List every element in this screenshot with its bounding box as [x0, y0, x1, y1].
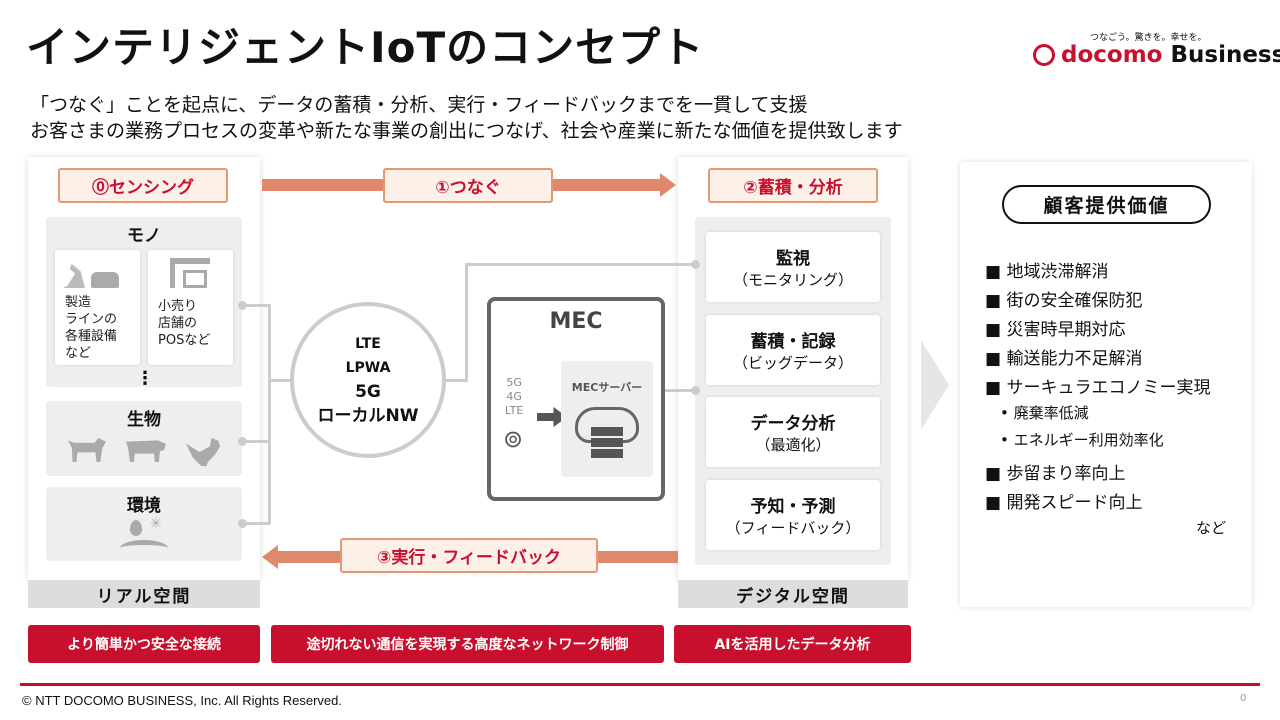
digital-card-analysis: データ分析 （最適化） — [706, 397, 880, 467]
connector-line — [465, 263, 695, 266]
manufacturing-card: 製造 ラインの 各種設備 など — [55, 250, 140, 365]
footer-divider — [20, 683, 1260, 686]
digital-space-label: デジタル空間 — [678, 580, 908, 608]
store-icon — [170, 258, 210, 288]
ellipsis: ⋮ — [136, 368, 154, 389]
connector-line — [446, 379, 468, 382]
logo-brand2: Business — [1170, 42, 1280, 68]
chicken-icon — [186, 438, 220, 466]
feedback-badge: ③実行・フィードバック — [340, 538, 598, 573]
docomo-business-logo: docomo Business — [1033, 42, 1280, 68]
value-item: ■ 災害時早期対応 — [985, 320, 1126, 340]
cloud-server-icon — [575, 401, 639, 459]
network-lpwa: LPWA — [345, 360, 391, 376]
value-subitem: • エネルギー利用効率化 — [1000, 431, 1164, 449]
connector-line — [242, 522, 270, 525]
card-title: 蓄積・記録 — [750, 332, 836, 352]
radio-5g: 5G — [506, 376, 522, 389]
connect-badge: ①つなぐ — [383, 168, 553, 203]
environment-title: 環境 — [127, 496, 161, 516]
value-item: ■ 開発スピード向上 — [985, 493, 1143, 513]
connector-dot — [238, 437, 247, 446]
mec-server-label: MECサーバー — [571, 381, 643, 394]
value-item: ■ サーキュラエコノミー実現 — [985, 378, 1211, 398]
network-lte: LTE — [355, 336, 381, 352]
dog-icon — [68, 438, 106, 462]
arrow-head-left-icon — [262, 545, 278, 569]
connector-line — [268, 304, 271, 524]
card-title: 予知・予測 — [750, 497, 836, 517]
manufacturing-text: 製造 ラインの 各種設備 など — [65, 295, 118, 361]
connector-dot — [691, 260, 700, 269]
environment-icon: ✳ — [120, 516, 168, 556]
retail-card: 小売り 店舗の POSなど — [148, 250, 233, 365]
antenna-icon: ⊚ — [503, 425, 524, 453]
card-title: データ分析 — [750, 414, 836, 434]
real-space-label: リアル空間 — [28, 580, 260, 608]
storage-analysis-badge: ②蓄積・分析 — [708, 168, 878, 203]
mono-title: モノ — [127, 226, 161, 246]
subtitle-line-1: 「つなぐ」ことを起点に、データの蓄積・分析、実行・フィードバックまでを一貫して支… — [30, 94, 808, 116]
arrow-head-right-icon — [660, 173, 676, 197]
network-circle: LTE LPWA 5G ローカルNW — [290, 302, 446, 458]
environment-box: 環境 ✳ — [46, 487, 242, 561]
feature-network-control: 途切れない通信を実現する高度なネットワーク制御 — [271, 625, 664, 663]
mec-title: MEC — [549, 309, 603, 334]
connector-dot — [238, 519, 247, 528]
digital-card-storage: 蓄積・記録 （ビッグデータ） — [706, 315, 880, 385]
page-title: インテリジェントIoTのコンセプト — [26, 23, 705, 72]
network-5g: 5G — [355, 382, 381, 402]
card-sub: （ビッグデータ） — [732, 354, 853, 372]
retail-text: 小売り 店舗の POSなど — [158, 299, 211, 348]
docomo-mark-icon — [1033, 44, 1055, 66]
page-number: 0 — [1240, 693, 1247, 704]
subtitle-line-2: お客さまの業務プロセスの変革や新たな事業の創出につなげ、社会や産業に新たな価値を… — [30, 120, 903, 142]
value-item: ■ 地域渋滞解消 — [985, 262, 1109, 282]
sensing-badge: ⓪センシング — [58, 168, 228, 203]
logo-tagline: つなごう。驚きを。幸せを。 — [1090, 33, 1207, 43]
mec-box: MEC 5G 4G LTE ⊚ MECサーバー — [487, 297, 665, 501]
connector-line — [465, 263, 468, 380]
cow-icon — [126, 440, 166, 462]
copyright: © NTT DOCOMO BUSINESS, Inc. All Rights R… — [22, 693, 342, 708]
feature-ai-analysis: AIを活用したデータ分析 — [674, 625, 911, 663]
chevron-right-icon — [921, 340, 949, 430]
card-sub: （最適化） — [755, 436, 831, 454]
connector-dot — [691, 386, 700, 395]
connector-line — [242, 440, 270, 443]
connector-line — [268, 379, 292, 382]
bio-box: 生物 — [46, 401, 242, 476]
card-sub: （モニタリング） — [732, 271, 853, 289]
feature-secure-connection: より簡単かつ安全な接続 — [28, 625, 260, 663]
card-sub: （フィードバック） — [725, 519, 861, 537]
value-etc: など — [1196, 519, 1227, 537]
value-item: ■ 輸送能力不足解消 — [985, 349, 1143, 369]
mec-server-box: MECサーバー — [561, 361, 653, 477]
logo-brand: docomo — [1061, 42, 1163, 68]
radio-4g: 4G — [506, 390, 522, 403]
value-item: ■ 街の安全確保防犯 — [985, 291, 1143, 311]
network-local: ローカルNW — [317, 406, 419, 426]
robot-arm-car-icon — [63, 258, 140, 288]
connector-dot — [238, 301, 247, 310]
value-subitem: • 廃棄率低減 — [1000, 404, 1089, 422]
connector-line — [664, 389, 694, 392]
customer-value-title: 顧客提供価値 — [1002, 185, 1211, 224]
connector-line — [242, 304, 270, 307]
value-item: ■ 歩留まり率向上 — [985, 464, 1126, 484]
customer-value-panel — [960, 162, 1252, 607]
radio-lte: LTE — [505, 404, 524, 417]
digital-card-prediction: 予知・予測 （フィードバック） — [706, 480, 880, 550]
card-title: 監視 — [776, 249, 810, 269]
bio-title: 生物 — [127, 410, 161, 430]
digital-card-monitoring: 監視 （モニタリング） — [706, 232, 880, 302]
